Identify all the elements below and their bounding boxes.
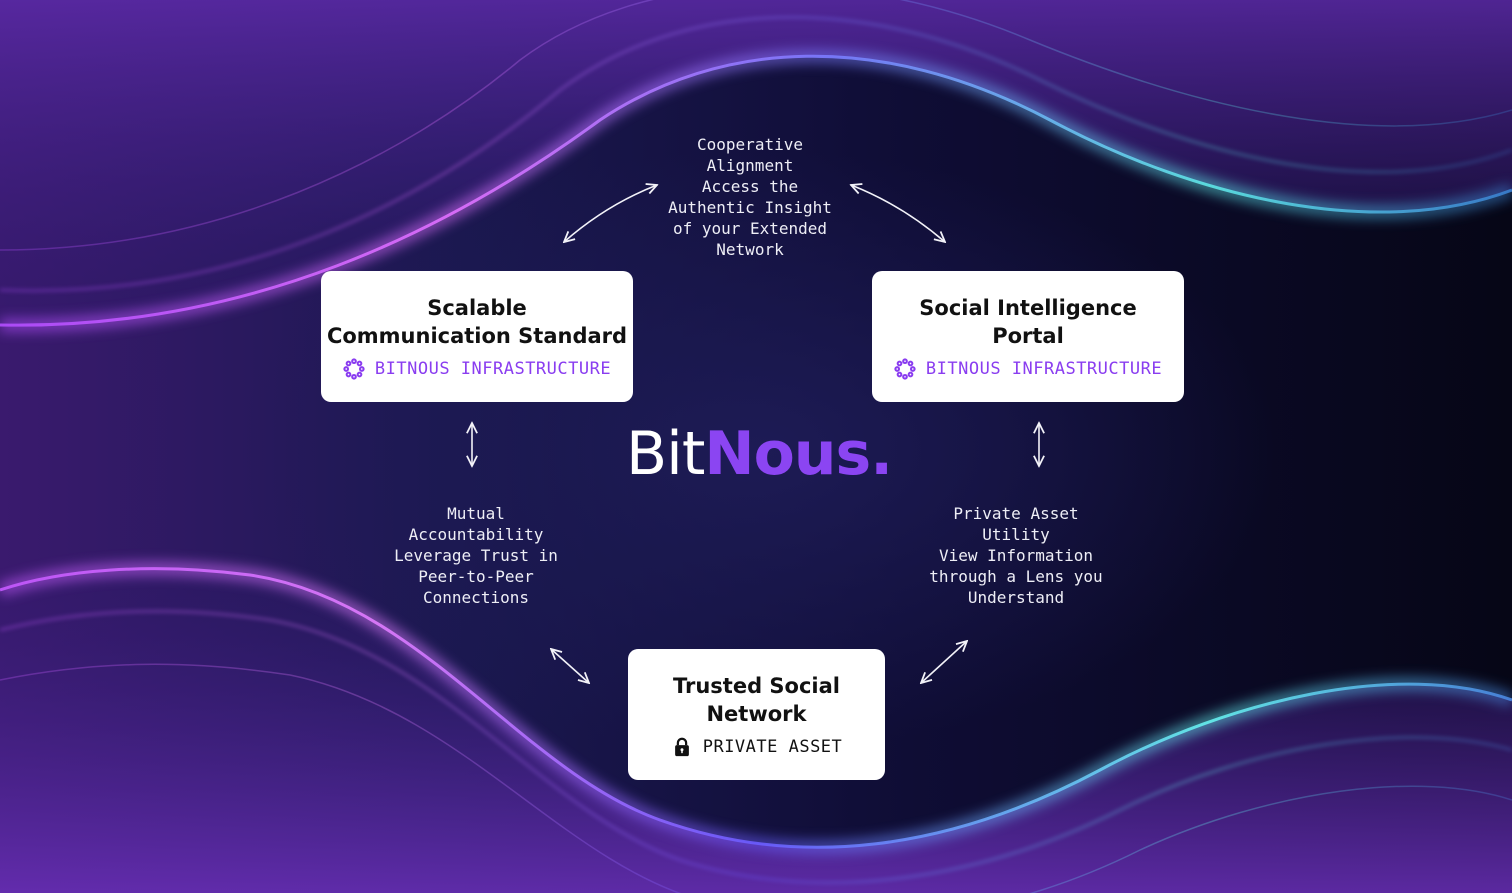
node-title: Social Intelligence Portal (919, 295, 1137, 348)
lock-icon (674, 737, 689, 756)
node-card-trusted-social-network: Trusted Social Network PRIVATE ASSET (628, 649, 885, 780)
node-tag: BITNOUS INFRASTRUCTURE (343, 357, 611, 380)
arrow-bottom-left (551, 649, 589, 683)
node-card-social-intelligence-portal: Social Intelligence Portal BITNOUS INFRA… (872, 271, 1184, 402)
arrow-top-left (564, 185, 657, 242)
node-card-scalable-communication-standard: Scalable Communication Standard BITNOUS … (321, 271, 633, 402)
link-label-left: Mutual Accountability Leverage Trust in … (394, 504, 558, 607)
node-tag: PRIVATE ASSET (671, 736, 843, 758)
node-title: Scalable Communication Standard (326, 295, 628, 348)
network-ring-icon (894, 357, 916, 380)
arrow-bottom-right (921, 641, 967, 683)
arrow-top-right (851, 185, 945, 242)
network-ring-icon (343, 357, 365, 380)
link-label-right: Private Asset Utility View Information t… (929, 504, 1103, 607)
node-title: Trusted Social Network (672, 673, 840, 726)
node-tag: BITNOUS INFRASTRUCTURE (894, 357, 1162, 380)
bitnous-logo: BitNous. (626, 419, 893, 489)
link-label-top: Cooperative Alignment Access the Authent… (668, 135, 832, 259)
